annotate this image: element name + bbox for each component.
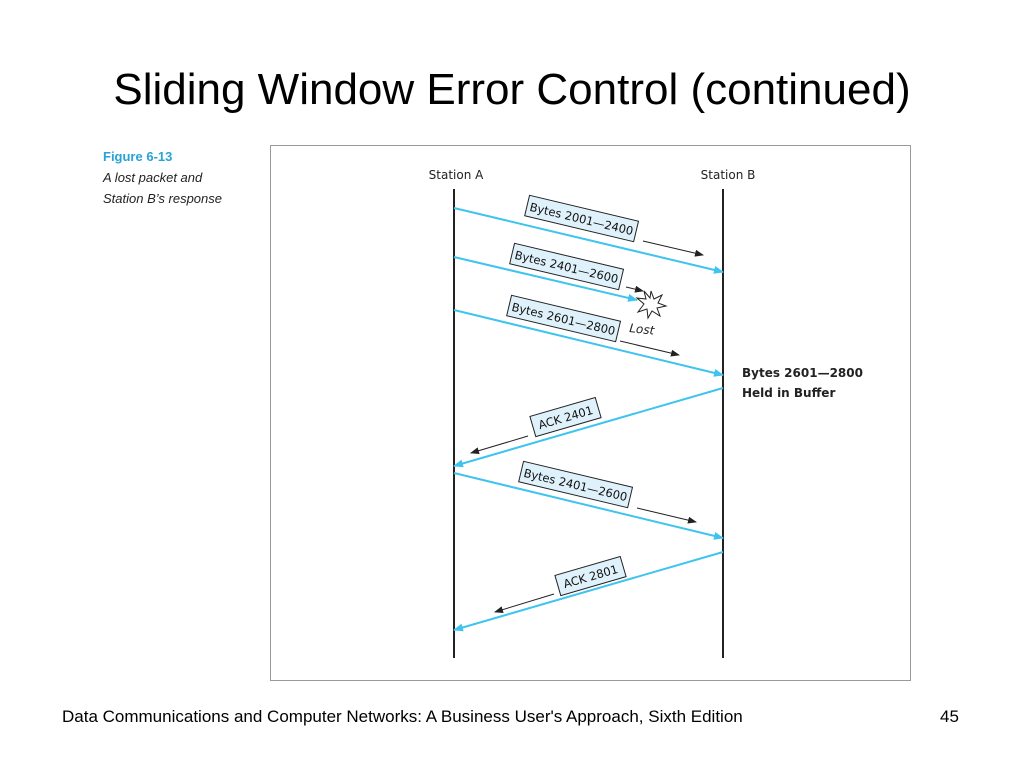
page-number: 45: [940, 707, 959, 726]
direction-arrow: [470, 435, 529, 455]
direction-arrow: [494, 593, 555, 614]
figure-caption: Figure 6-13 A lost packet and Station B’…: [103, 146, 263, 209]
buffer-note-line-1: Bytes 2601—2800: [742, 366, 863, 380]
station-b-label: Station B: [701, 168, 756, 182]
ack-label: ACK 2401: [529, 396, 602, 438]
message-label: Bytes 2401—2600: [518, 460, 634, 509]
direction-arrow: [636, 507, 697, 524]
message-label: Bytes 2001—2400: [524, 194, 640, 243]
message-line: [453, 309, 724, 377]
message-line: [453, 207, 724, 274]
figure-caption-line-2: Station B’s response: [103, 191, 222, 206]
message-label: Bytes 2601—2800: [506, 294, 622, 343]
station-a-label: Station A: [429, 168, 484, 182]
explosion-icon: [635, 290, 668, 320]
ack-line: [453, 387, 724, 468]
direction-arrow: [619, 340, 680, 357]
ack-line: [453, 551, 724, 632]
slide-title: Sliding Window Error Control (continued): [113, 65, 911, 114]
diagram-frame: Station A Station B Bytes 2001—2400 Byte…: [270, 145, 911, 681]
slide-footer: Data Communications and Computer Network…: [62, 707, 743, 726]
retransmit-line: [453, 472, 724, 540]
direction-arrow: [642, 240, 704, 257]
buffer-note-line-2: Held in Buffer: [742, 386, 835, 400]
direction-arrow: [625, 285, 644, 293]
message-line-lost: [453, 256, 638, 302]
figure-caption-line-1: A lost packet and: [103, 170, 203, 185]
sequence-diagram: Station A Station B Bytes 2001—2400 Byte…: [429, 168, 863, 658]
figure-number: Figure 6-13: [103, 149, 173, 164]
lost-label: Lost: [629, 321, 657, 338]
